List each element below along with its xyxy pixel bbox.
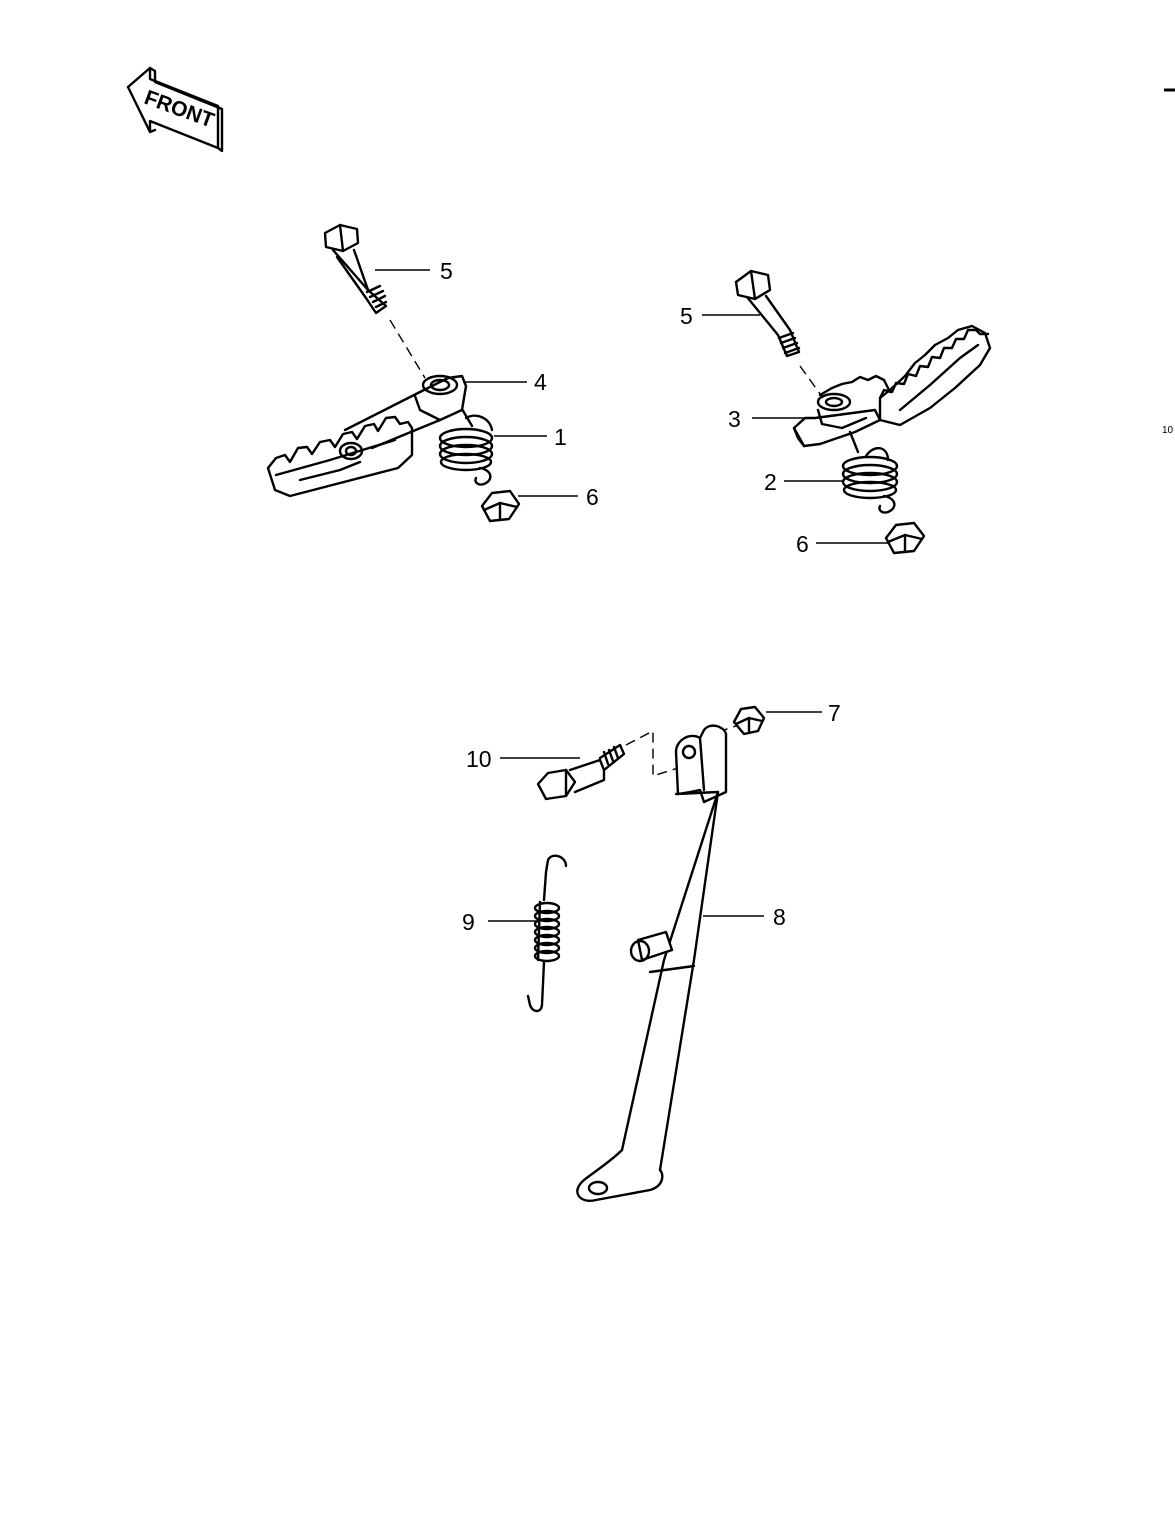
side-stand <box>576 724 728 1202</box>
left-bolt <box>323 223 388 315</box>
page-ref-number: 10 <box>1162 425 1174 436</box>
callout-right-spring: 2 <box>764 469 777 495</box>
right-bolt <box>734 269 801 358</box>
callout-left-footpeg: 4 <box>534 369 547 395</box>
callout-side-stand: 8 <box>773 904 786 930</box>
right-footpeg <box>792 324 992 448</box>
callout-right-footpeg: 3 <box>728 406 741 432</box>
left-footpeg <box>266 374 468 498</box>
front-arrow: FRONT <box>126 66 224 153</box>
stand-nut <box>732 705 766 736</box>
right-nut <box>884 521 926 555</box>
callout-stand-bolt: 10 <box>466 746 492 772</box>
callout-right-nut: 6 <box>796 531 809 557</box>
callout-left-nut: 6 <box>586 484 599 510</box>
callout-stand-nut: 7 <box>828 700 841 726</box>
left-spring <box>438 407 494 486</box>
stand-spring <box>526 854 568 1013</box>
callout-right-bolt: 5 <box>680 303 693 329</box>
right-bolt-axis <box>799 365 824 399</box>
callout-left-spring: 1 <box>554 424 567 450</box>
stand-bolt <box>536 743 626 801</box>
left-nut <box>480 489 521 523</box>
right-spring <box>841 430 899 514</box>
callout-stand-spring: 9 <box>462 909 475 935</box>
callout-left-bolt: 5 <box>440 258 453 284</box>
left-bolt-axis <box>389 319 426 379</box>
